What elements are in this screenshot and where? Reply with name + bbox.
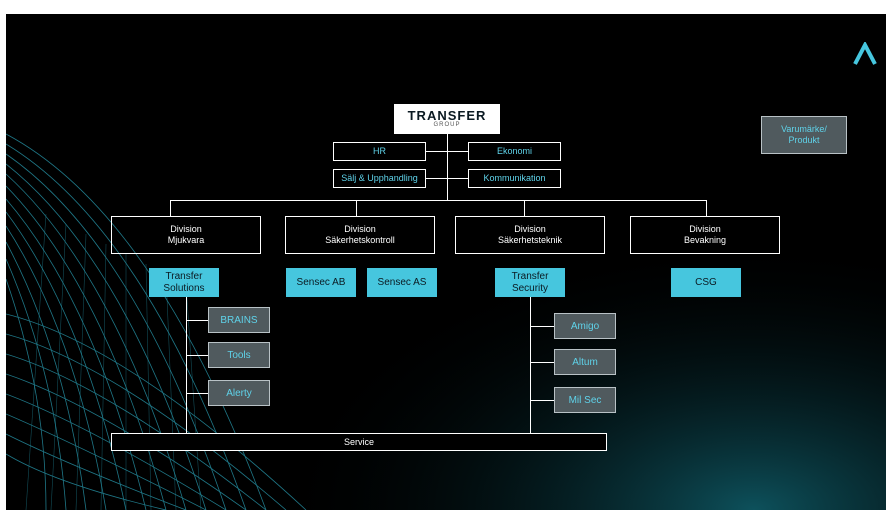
company-sensec-as: Sensec AS <box>367 268 437 297</box>
product-brains: BRAINS <box>208 307 270 333</box>
connector-solutions-trunk <box>186 295 187 433</box>
connector-altum <box>530 362 554 363</box>
support-unit-hr: HR <box>333 142 426 161</box>
transfer-group-logo: TRANSFER GROUP <box>394 104 500 134</box>
connector-amigo <box>530 326 554 327</box>
company-transfer-security: Transfer Security <box>495 268 565 297</box>
connector-salj-kommunikation <box>426 178 468 179</box>
org-chart-slide: TRANSFER GROUP HR Ekonomi Sälj & Upphand… <box>6 14 886 510</box>
connector-security-trunk <box>530 295 531 433</box>
connector-milsec <box>530 400 554 401</box>
product-amigo: Amigo <box>554 313 616 339</box>
product-altum: Altum <box>554 349 616 375</box>
support-unit-salj: Sälj & Upphandling <box>333 169 426 188</box>
legend-brand-product: Varumärke/ Produkt <box>761 116 847 154</box>
connector-div4 <box>706 200 707 216</box>
connector-alerty <box>186 393 208 394</box>
connector-brains <box>186 320 208 321</box>
connector-div1 <box>170 200 171 216</box>
support-unit-kommunikation: Kommunikation <box>468 169 561 188</box>
company-transfer-solutions: Transfer Solutions <box>149 268 219 297</box>
division-mjukvara: Division Mjukvara <box>111 216 261 254</box>
a-chevron-icon <box>853 42 877 65</box>
product-tools: Tools <box>208 342 270 368</box>
division-bevakning: Division Bevakning <box>630 216 780 254</box>
connector-div2 <box>356 200 357 216</box>
connector-tools <box>186 355 208 356</box>
company-sensec-ab: Sensec AB <box>286 268 356 297</box>
connector-trunk <box>447 132 448 200</box>
connector-hr-ekonomi <box>426 151 468 152</box>
logo-sub: GROUP <box>433 122 461 128</box>
connector-division-bar <box>170 200 706 201</box>
background-wave-lines <box>6 14 886 510</box>
division-sakerhetsteknik: Division Säkerhetsteknik <box>455 216 605 254</box>
logo-brand: TRANSFER <box>407 108 487 123</box>
support-unit-ekonomi: Ekonomi <box>468 142 561 161</box>
product-alerty: Alerty <box>208 380 270 406</box>
company-csg: CSG <box>671 268 741 297</box>
service-bar: Service <box>111 433 607 451</box>
connector-div3 <box>524 200 525 216</box>
division-sakerhetskontroll: Division Säkerhetskontroll <box>285 216 435 254</box>
product-milsec: Mil Sec <box>554 387 616 413</box>
